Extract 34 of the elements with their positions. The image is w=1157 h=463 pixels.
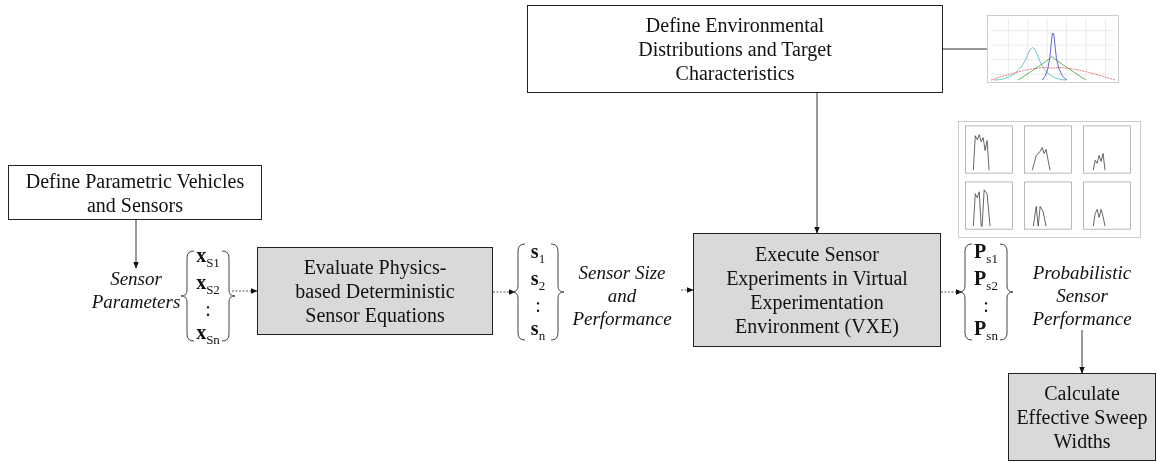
process-box — [693, 233, 941, 347]
vector-element: s$_{2}$ — [530, 267, 546, 294]
vector-bracket — [962, 243, 1010, 341]
process-box — [8, 165, 262, 220]
vector-element: P$_{sn}$ — [974, 316, 998, 344]
box-label: Define Parametric Vehicles and Sensors — [24, 168, 246, 217]
box-label: Define Environmental Distributions and Target Characteristics — [637, 13, 833, 85]
box-label: Calculate Effective Sweep Widths — [1015, 381, 1149, 453]
arrow — [133, 219, 139, 269]
vector-element: P$_{s1}$ — [974, 240, 998, 268]
vector-element: : — [535, 293, 541, 317]
arrow — [1079, 329, 1085, 374]
vector-bracket — [515, 243, 561, 341]
vector-element: : — [983, 293, 989, 317]
vector-element: x$_{Sn}$ — [196, 320, 220, 348]
box-label: Evaluate Physics-based Deterministic Sensor Equations — [294, 255, 456, 327]
vector-element: x$_{S2}$ — [196, 271, 220, 298]
vector-bracket — [184, 250, 232, 342]
arrow — [231, 288, 258, 294]
distribution-curves-drawing — [987, 15, 1119, 83]
vector-element: s$_{1}$ — [530, 240, 546, 268]
process-box — [527, 5, 943, 93]
vector-element: s$_{n}$ — [530, 316, 546, 344]
box-label: Execute Sensor Experiments in Virtual Experimentation Environment (VXE) — [725, 242, 909, 338]
process-box — [257, 247, 493, 335]
variable-label: Sensor Size and Performance — [563, 262, 681, 331]
process-box — [1008, 373, 1156, 461]
variable-label: Probabilistic Sensor Performance — [1018, 262, 1146, 331]
variable-label: Sensor Parameters — [86, 268, 186, 314]
vector-element: : — [205, 297, 211, 321]
arrow — [680, 287, 694, 293]
vector-element: x$_{S1}$ — [196, 244, 220, 272]
vector-element: P$_{s2}$ — [974, 267, 998, 294]
arrow — [814, 92, 820, 234]
